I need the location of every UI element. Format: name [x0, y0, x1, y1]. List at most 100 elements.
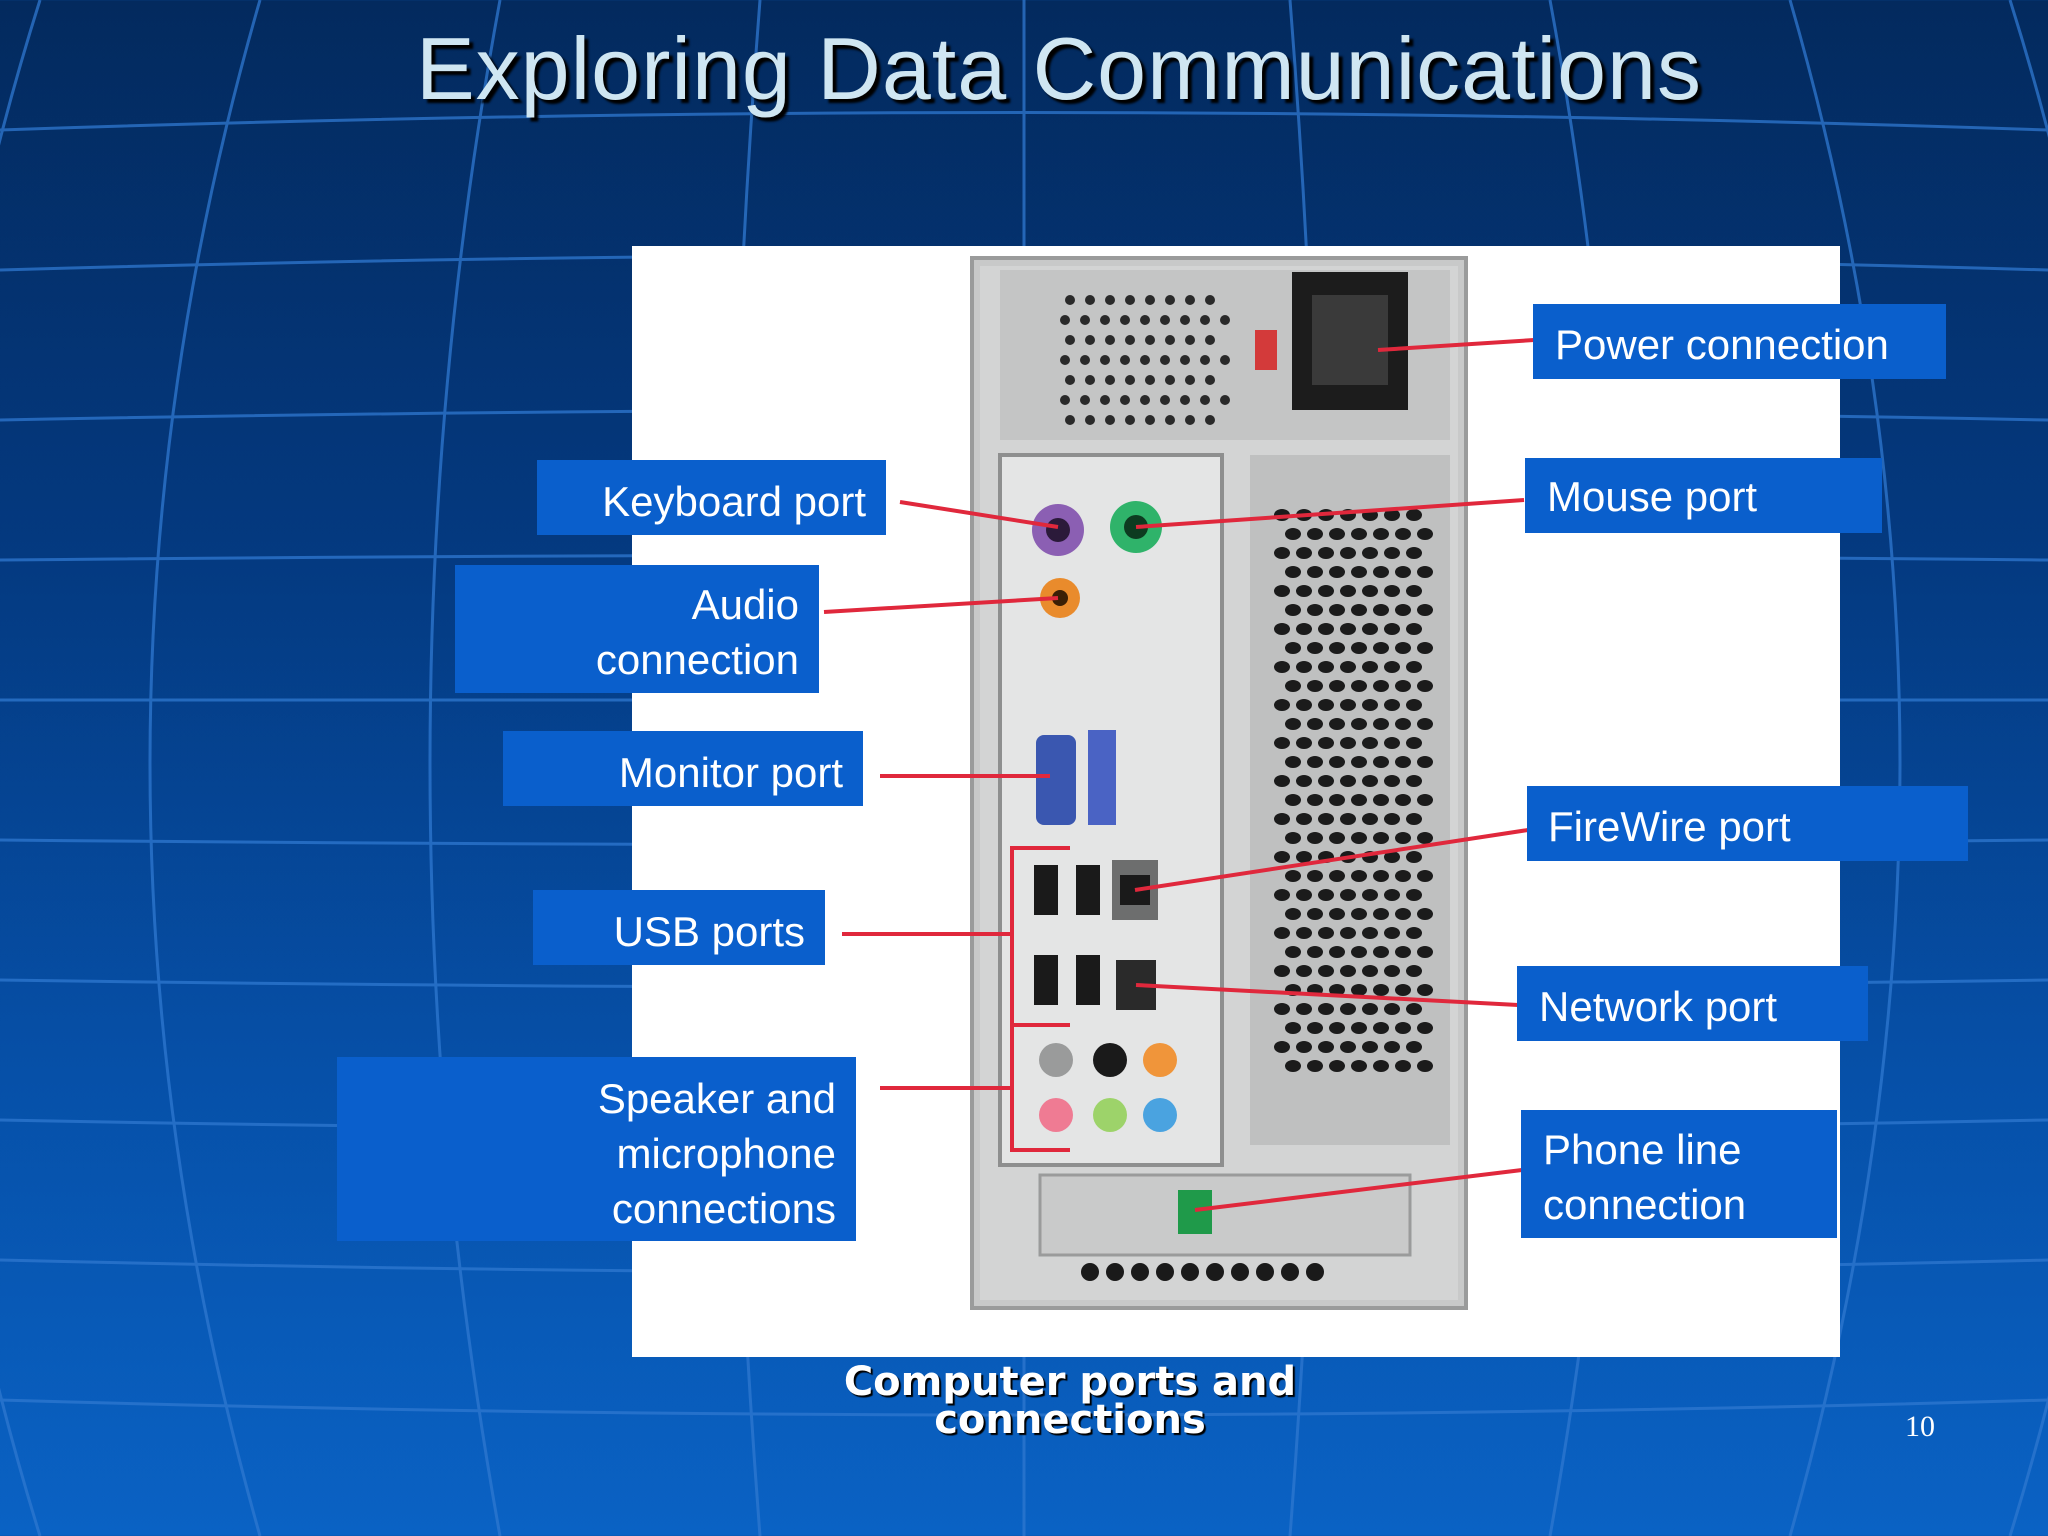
- vent-hole: [1417, 1022, 1433, 1034]
- vent-hole: [1373, 794, 1389, 806]
- vent-hole: [1318, 1003, 1334, 1015]
- vent-hole: [1296, 851, 1312, 863]
- vent-hole: [1384, 927, 1400, 939]
- vent-hole: [1307, 1060, 1323, 1072]
- vent-hole: [1406, 889, 1422, 901]
- vent-hole: [1296, 1041, 1312, 1053]
- vent-hole: [1296, 1003, 1312, 1015]
- slide-title: Exploring Data Communications: [415, 19, 1702, 118]
- vent-hole: [1362, 623, 1378, 635]
- vent-hole: [1417, 680, 1433, 692]
- vent-hole: [1296, 737, 1312, 749]
- vent-hole: [1329, 946, 1345, 958]
- vent-hole: [1395, 1060, 1411, 1072]
- vent-hole: [1395, 604, 1411, 616]
- vent-hole: [1329, 756, 1345, 768]
- vent-hole: [1406, 775, 1422, 787]
- vent-hole: [1318, 737, 1334, 749]
- vent-hole: [1307, 832, 1323, 844]
- vent-hole: [1351, 1060, 1367, 1072]
- vent-hole: [1384, 509, 1400, 521]
- vent-hole: [1307, 642, 1323, 654]
- vent-hole: [1285, 756, 1301, 768]
- vent-hole: [1406, 547, 1422, 559]
- vent-hole: [1351, 794, 1367, 806]
- vent-hole: [1296, 699, 1312, 711]
- vent-hole: [1329, 604, 1345, 616]
- vent-hole: [1384, 889, 1400, 901]
- vent-hole: [1285, 870, 1301, 882]
- vent-hole: [1384, 965, 1400, 977]
- vent-hole: [1406, 1041, 1422, 1053]
- vent-hole: [1395, 832, 1411, 844]
- vent-hole: [1307, 946, 1323, 958]
- vent-hole: [1417, 1060, 1433, 1072]
- vent-hole: [1351, 946, 1367, 958]
- vent-hole: [1296, 889, 1312, 901]
- vent-hole: [1329, 984, 1345, 996]
- vent-hole: [1296, 623, 1312, 635]
- vent-hole: [1362, 661, 1378, 673]
- vent-hole: [1274, 813, 1290, 825]
- vent-hole: [1285, 680, 1301, 692]
- vent-hole: [1406, 927, 1422, 939]
- vent-hole: [1373, 946, 1389, 958]
- vent-hole: [1285, 604, 1301, 616]
- vent-hole: [1373, 984, 1389, 996]
- vent-hole: [1274, 623, 1290, 635]
- vent-hole: [1307, 794, 1323, 806]
- vent-hole: [1274, 661, 1290, 673]
- vent-hole: [1395, 984, 1411, 996]
- vent-hole: [1329, 718, 1345, 730]
- vent-hole: [1406, 509, 1422, 521]
- vent-hole: [1406, 585, 1422, 597]
- vent-hole: [1395, 1022, 1411, 1034]
- vent-hole: [1318, 547, 1334, 559]
- vent-hole: [1329, 870, 1345, 882]
- vent-hole: [1340, 775, 1356, 787]
- vent-hole: [1417, 528, 1433, 540]
- vent-hole: [1285, 832, 1301, 844]
- vent-hole: [1318, 965, 1334, 977]
- vent-hole: [1351, 908, 1367, 920]
- vent-hole: [1274, 965, 1290, 977]
- vent-hole: [1307, 604, 1323, 616]
- vent-hole: [1340, 699, 1356, 711]
- vent-hole: [1296, 927, 1312, 939]
- vent-hole: [1384, 1003, 1400, 1015]
- vent-hole: [1384, 585, 1400, 597]
- vent-hole: [1351, 870, 1367, 882]
- network-port-label: Network port: [1517, 966, 1868, 1041]
- vent-hole: [1296, 661, 1312, 673]
- vent-hole: [1296, 585, 1312, 597]
- vent-hole: [1329, 1060, 1345, 1072]
- vent-hole: [1406, 737, 1422, 749]
- vent-hole: [1384, 661, 1400, 673]
- vent-hole: [1384, 851, 1400, 863]
- vent-hole: [1362, 1003, 1378, 1015]
- vent-hole: [1351, 984, 1367, 996]
- vent-hole: [1329, 566, 1345, 578]
- vent-hole: [1351, 1022, 1367, 1034]
- usb-ports-label: USB ports: [533, 890, 825, 965]
- vent-hole: [1340, 1041, 1356, 1053]
- vent-hole: [1307, 756, 1323, 768]
- vent-hole: [1395, 566, 1411, 578]
- vent-hole: [1362, 699, 1378, 711]
- vent-hole: [1274, 1003, 1290, 1015]
- vent-hole: [1296, 965, 1312, 977]
- vent-hole: [1417, 642, 1433, 654]
- vent-hole: [1384, 775, 1400, 787]
- vent-hole: [1406, 851, 1422, 863]
- vent-hole: [1395, 718, 1411, 730]
- vent-hole: [1296, 547, 1312, 559]
- vent-hole: [1384, 547, 1400, 559]
- vent-hole: [1274, 699, 1290, 711]
- vent-hole: [1351, 832, 1367, 844]
- vent-hole: [1285, 794, 1301, 806]
- vent-hole: [1296, 813, 1312, 825]
- firewire-port-label: FireWire port: [1527, 786, 1968, 861]
- vent-hole: [1384, 699, 1400, 711]
- vent-hole: [1417, 718, 1433, 730]
- vent-hole: [1274, 775, 1290, 787]
